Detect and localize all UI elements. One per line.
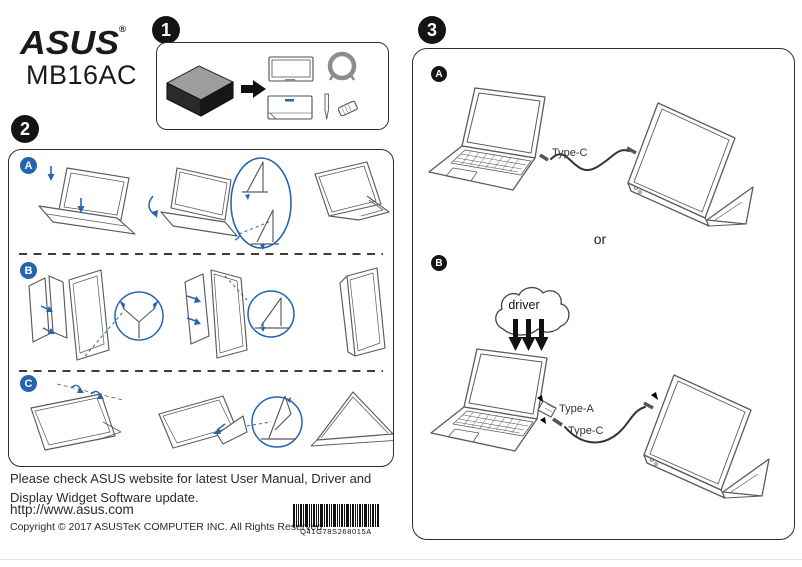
monitor-illustration-b — [643, 374, 770, 499]
update-note: Please check ASUS website for latest Use… — [10, 471, 372, 505]
copyright-line: Copyright © 2017 ASUSTeK COMPUTER INC. A… — [10, 521, 326, 533]
section-c-badge: C — [20, 375, 37, 392]
mode-c-detail-circle — [251, 396, 303, 448]
mode-b-step1 — [28, 269, 124, 361]
type-c-label-top: Type-C — [552, 147, 588, 159]
step-2-badge: 2 — [11, 115, 39, 143]
mode-a-step1 — [38, 166, 136, 235]
step-1-badge: 1 — [152, 16, 180, 44]
arrow-icon — [241, 80, 266, 98]
monitor-illustration-a — [627, 102, 754, 227]
asus-logo: ASUS® — [20, 24, 150, 62]
laptop-illustration-a — [428, 87, 546, 191]
mode-a-detail-ellipse — [230, 157, 292, 249]
mode-c-result — [310, 391, 393, 447]
step-3-badge: 3 — [418, 16, 446, 44]
mode-b-detail-circle-2 — [247, 290, 295, 338]
stand-setup-panel — [8, 149, 394, 467]
registered-mark: ® — [119, 24, 127, 34]
asus-logo-text: ASUS — [20, 24, 120, 61]
connection-a-badge: A — [431, 66, 447, 82]
mode-b-detail-circle-1 — [114, 291, 164, 341]
model-name: MB16AC — [26, 60, 138, 90]
typea-adapter — [537, 395, 563, 427]
laptop-illustration-b — [430, 348, 548, 452]
mode-c-step2 — [158, 395, 272, 449]
mode-b-step2 — [184, 269, 248, 359]
section-a-badge: A — [20, 157, 37, 174]
section-b-badge: B — [20, 262, 37, 279]
adapter-thumb — [337, 100, 358, 117]
typec-plug-a — [539, 153, 549, 162]
usb-cable-a — [550, 149, 630, 171]
mode-c-step1 — [30, 383, 124, 451]
barcode-bars — [293, 504, 379, 527]
package-contents-illustration — [166, 51, 358, 120]
website-url: http://www.asus.com — [10, 502, 134, 517]
mode-a-step2 — [148, 167, 270, 241]
brand-block: ASUS® MB16AC — [20, 24, 140, 91]
package-contents-panel — [156, 42, 389, 130]
connection-illustration — [428, 87, 770, 499]
page-edge-line — [0, 559, 802, 560]
connection-panel — [412, 48, 795, 540]
download-arrows-icon — [508, 319, 549, 351]
mode-b-result — [339, 267, 386, 357]
usb-cable-coil — [327, 51, 357, 81]
type-a-label: Type-A — [559, 403, 594, 415]
or-label: or — [593, 231, 607, 247]
stand-setup-illustration — [19, 157, 393, 451]
pen-thumb — [324, 93, 329, 120]
mode-a-result — [314, 161, 390, 221]
type-c-label-bottom: Type-C — [568, 425, 604, 437]
usb-cable-b — [564, 406, 646, 444]
barcode: Q41G78S268015A — [292, 504, 380, 536]
driver-label: driver — [508, 298, 540, 312]
barcode-number: Q41G78S268015A — [300, 527, 372, 536]
connection-b-badge: B — [431, 255, 447, 271]
